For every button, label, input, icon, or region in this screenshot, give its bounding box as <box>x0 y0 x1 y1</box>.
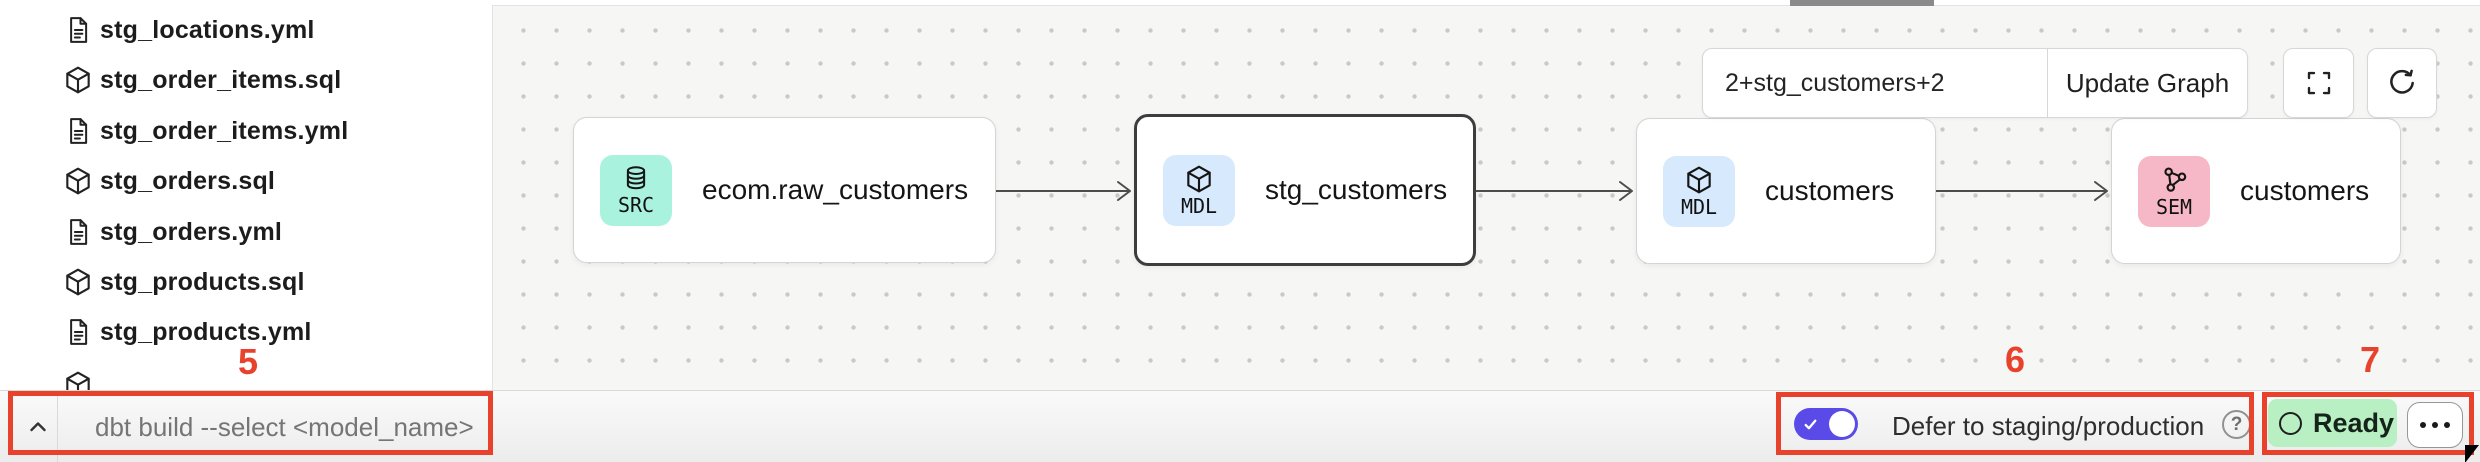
ellipsis-icon <box>2432 422 2438 428</box>
model-cube-icon <box>62 369 94 390</box>
file-item[interactable]: stg_orders.yml <box>0 207 492 257</box>
edge-arrow <box>1936 181 2108 201</box>
badge-label: MDL <box>1180 194 1218 218</box>
badge-label: SRC <box>617 193 655 217</box>
status-circle-icon <box>2279 411 2302 435</box>
semantic-badge: SEM <box>2138 155 2210 227</box>
model-cube-icon <box>62 266 94 298</box>
mouse-cursor <box>2465 445 2479 462</box>
node-label: customers <box>1765 175 1895 206</box>
file-name: stg_orders.sql <box>100 166 276 195</box>
lineage-node-selected[interactable]: MDL stg_customers <box>1134 114 1476 266</box>
lineage-node-semantic[interactable]: SEM customers <box>2111 118 2401 264</box>
fullscreen-button[interactable] <box>2283 48 2354 118</box>
badge-label: MDL <box>1680 195 1718 219</box>
status-badge-ready[interactable]: Ready <box>2268 399 2397 447</box>
node-label: stg_customers <box>1265 174 1448 205</box>
node-selector-input[interactable] <box>1703 49 2048 117</box>
ellipsis-icon <box>2420 422 2426 428</box>
source-badge: SRC <box>600 154 672 226</box>
help-question-icon[interactable]: ? <box>2222 410 2251 439</box>
file-item[interactable]: stg_order_items.sql <box>0 55 492 105</box>
file-name: stg_order_items.yml <box>100 116 349 145</box>
lineage-node-model[interactable]: MDL customers <box>1636 118 1936 264</box>
model-cube-icon <box>62 165 94 197</box>
model-badge: MDL <box>1663 155 1735 227</box>
cube-icon <box>1187 165 1211 193</box>
lineage-node-source[interactable]: SRC ecom.raw_customers <box>573 117 996 263</box>
toggle-knob <box>1829 411 1855 437</box>
refresh-icon <box>2390 69 2414 94</box>
cube-icon <box>1687 166 1711 194</box>
dbt-command-input[interactable] <box>95 391 995 462</box>
edge-arrow <box>1476 181 1633 201</box>
file-item[interactable]: stg_locations.yml <box>0 5 492 55</box>
file-name: stg_orders.yml <box>100 217 283 246</box>
lineage-graph-canvas[interactable]: SRC ecom.raw_customers MDL stg_customers… <box>492 5 2480 390</box>
file-item[interactable]: stg_orders.sql <box>0 156 492 206</box>
node-label: ecom.raw_customers <box>702 174 969 205</box>
yaml-file-icon <box>62 115 94 147</box>
node-label: customers <box>2240 175 2370 206</box>
expand-panel-button[interactable] <box>20 409 56 445</box>
file-item[interactable]: stg_products.yml <box>0 307 492 357</box>
file-name: stg_order_items.sql <box>100 65 342 94</box>
model-cube-icon <box>62 64 94 96</box>
more-options-button[interactable] <box>2407 402 2463 448</box>
fullscreen-icon <box>2307 71 2330 95</box>
yaml-file-icon <box>62 14 94 46</box>
yaml-file-icon <box>62 316 94 348</box>
model-badge: MDL <box>1163 154 1235 226</box>
semantic-graph-icon <box>2164 167 2187 192</box>
yaml-file-icon <box>62 216 94 248</box>
chevron-up-icon <box>30 422 46 432</box>
graph-selector-group: Update Graph <box>1702 48 2248 118</box>
file-tree-sidebar: stg_locations.yml stg_order_items.sql st… <box>0 0 492 390</box>
defer-label: Defer to staging/production <box>1892 410 2205 441</box>
defer-toggle[interactable] <box>1794 408 1858 440</box>
edge-arrow <box>996 181 1131 201</box>
file-name: stg_locations.yml <box>100 15 315 44</box>
file-item-partial[interactable] <box>0 360 492 390</box>
database-icon <box>626 166 646 190</box>
bar-divider <box>57 391 58 462</box>
file-item[interactable]: stg_order_items.yml <box>0 106 492 156</box>
checkmark-icon <box>1802 416 1819 438</box>
file-name: stg_products.sql <box>100 267 305 296</box>
status-label: Ready <box>2313 407 2395 438</box>
ellipsis-icon <box>2444 422 2450 428</box>
badge-label: SEM <box>2155 195 2193 219</box>
horizontal-scrollbar-thumb[interactable] <box>1790 0 1934 6</box>
update-graph-button[interactable]: Update Graph <box>2065 67 2230 98</box>
refresh-button[interactable] <box>2367 48 2437 118</box>
file-item[interactable]: stg_products.sql <box>0 257 492 307</box>
file-name: stg_products.yml <box>100 317 312 346</box>
